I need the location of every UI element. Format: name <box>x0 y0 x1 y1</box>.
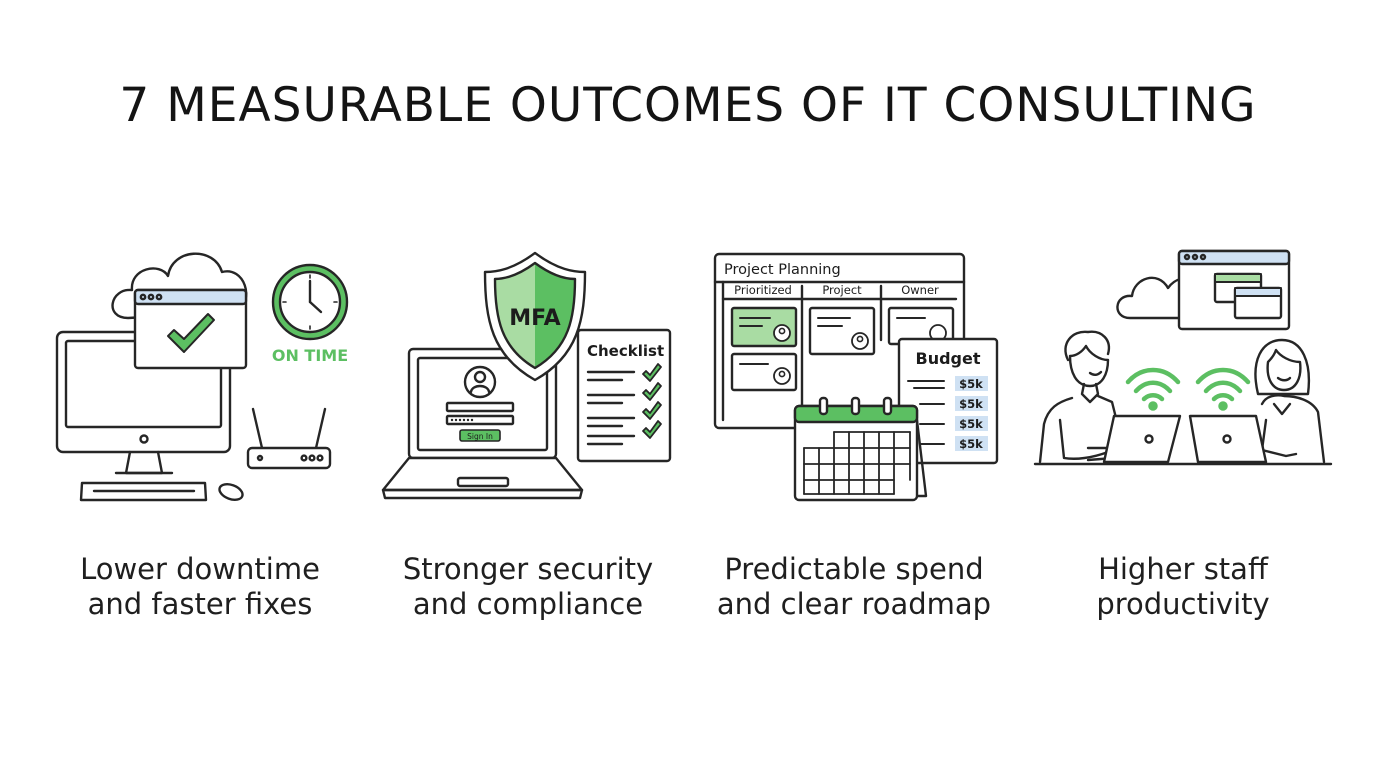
mouse-icon <box>218 483 244 501</box>
browser-window-icon <box>1177 249 1291 331</box>
woman-with-laptop-icon <box>1188 338 1326 464</box>
sign-in-label: Sign In <box>467 432 493 441</box>
password-field <box>445 414 515 426</box>
productivity-illustration <box>1033 249 1333 466</box>
calendar-icon <box>793 396 928 502</box>
budget-item: $5k <box>959 417 983 431</box>
router-icon <box>246 407 332 470</box>
caption-line: Lower downtime <box>80 552 320 586</box>
clock-icon <box>271 263 349 341</box>
caption-line: productivity <box>1096 587 1270 621</box>
page-title: 7 MEASURABLE OUTCOMES OF IT CONSULTING <box>119 78 1257 133</box>
wifi-icon <box>1125 367 1181 411</box>
caption-line: and faster fixes <box>87 587 313 621</box>
budget-title: Budget <box>916 349 981 368</box>
caption-productivity: Higher staff productivity <box>1018 552 1348 622</box>
on-time-label: ON TIME <box>272 346 348 365</box>
budget-item: $5k <box>959 377 983 391</box>
checkmark-icon <box>167 313 215 353</box>
budget-item: $5k <box>959 437 983 451</box>
shield-icon <box>483 251 587 382</box>
caption-line: Higher staff <box>1098 552 1268 586</box>
keyboard-icon <box>79 481 208 502</box>
board-column-project: Project <box>822 283 862 297</box>
wifi-icon <box>1195 367 1251 411</box>
caption-spend: Predictable spend and clear roadmap <box>689 552 1019 622</box>
sign-in-button <box>459 429 501 442</box>
checklist-icon <box>576 328 672 463</box>
caption-line: Predictable spend <box>724 552 984 586</box>
caption-line: and clear roadmap <box>716 587 992 621</box>
budget-item: $5k <box>959 397 983 411</box>
board-column-owner: Owner <box>901 283 939 297</box>
man-with-laptop-icon <box>1038 330 1182 464</box>
username-field <box>445 401 515 413</box>
browser-window-icon <box>133 288 248 370</box>
budget-sheet-icon <box>897 337 999 465</box>
user-avatar-icon <box>463 365 497 399</box>
spend-illustration: Project Planning Prioritized Project Own… <box>713 252 999 502</box>
caption-downtime: Lower downtime and faster fixes <box>35 552 365 622</box>
downtime-illustration: ON TIME <box>55 252 349 502</box>
board-column-prioritized: Prioritized <box>734 283 792 297</box>
security-illustration: Sign In Checklist MFA <box>381 251 672 500</box>
checklist-title: Checklist <box>587 342 664 360</box>
caption-security: Stronger security and compliance <box>363 552 693 622</box>
caption-line: and compliance <box>412 587 644 621</box>
board-title: Project Planning <box>724 262 841 278</box>
caption-line: Stronger security <box>402 552 654 586</box>
mfa-label: MFA <box>509 306 560 331</box>
